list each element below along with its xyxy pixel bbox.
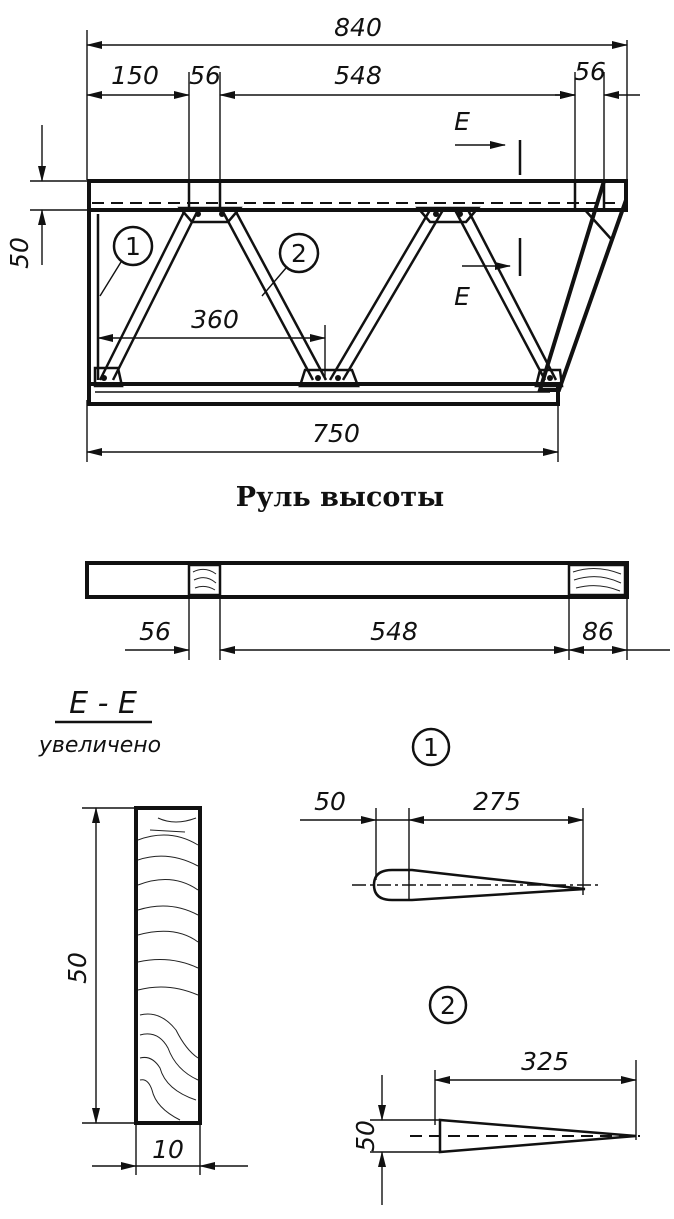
dim-side-right: 86 [582,617,614,646]
detail-1-rib-profile: 1 50 275 [300,727,600,902]
drawing-caption: Руль высоты [236,482,444,513]
detail-2-callout: 2 [440,991,456,1020]
dim-left-spar: 56 [189,61,221,90]
detail-2-dim-a: 50 [351,1120,380,1152]
svg-text:E: E [454,282,470,311]
callout-2: 2 [261,232,320,297]
section-mark-bottom: E [454,238,522,311]
dim-height: 50 [5,237,34,269]
truss-ribs [98,209,558,381]
detail-1-dim-a: 50 [314,787,346,816]
svg-text:1: 1 [125,232,141,261]
section-mark-top: E [454,107,522,175]
svg-text:2: 2 [291,239,307,268]
dim-side-left: 56 [139,617,171,646]
detail-1-callout: 1 [423,733,439,762]
wood-grain [137,817,199,1121]
dim-overall-length: 840 [334,13,382,42]
dim-rib-spacing: 360 [191,305,239,334]
dim-section-width: 10 [152,1135,184,1164]
gussets [93,206,564,388]
section-note: увеличено [38,733,161,758]
dim-side-middle: 548 [370,617,418,646]
side-view: 56 548 86 [85,561,670,660]
elevator-frame-view: 840 150 56 548 56 50 [5,13,640,462]
callout-1: 1 [99,225,154,297]
dim-right-spar: 56 [574,57,606,86]
dim-bottom-length: 750 [312,419,360,448]
detail-2-rib-profile: 2 325 50 [351,985,640,1205]
detail-2-dim-b: 325 [521,1047,569,1076]
section-e-e: E - E увеличено 50 [38,686,248,1175]
dim-middle-span: 548 [334,61,382,90]
svg-text:E: E [454,107,470,136]
section-title: E - E [69,686,137,721]
dim-left-offset: 150 [111,61,159,90]
dim-section-height: 50 [63,952,92,984]
detail-1-dim-b: 275 [473,787,521,816]
